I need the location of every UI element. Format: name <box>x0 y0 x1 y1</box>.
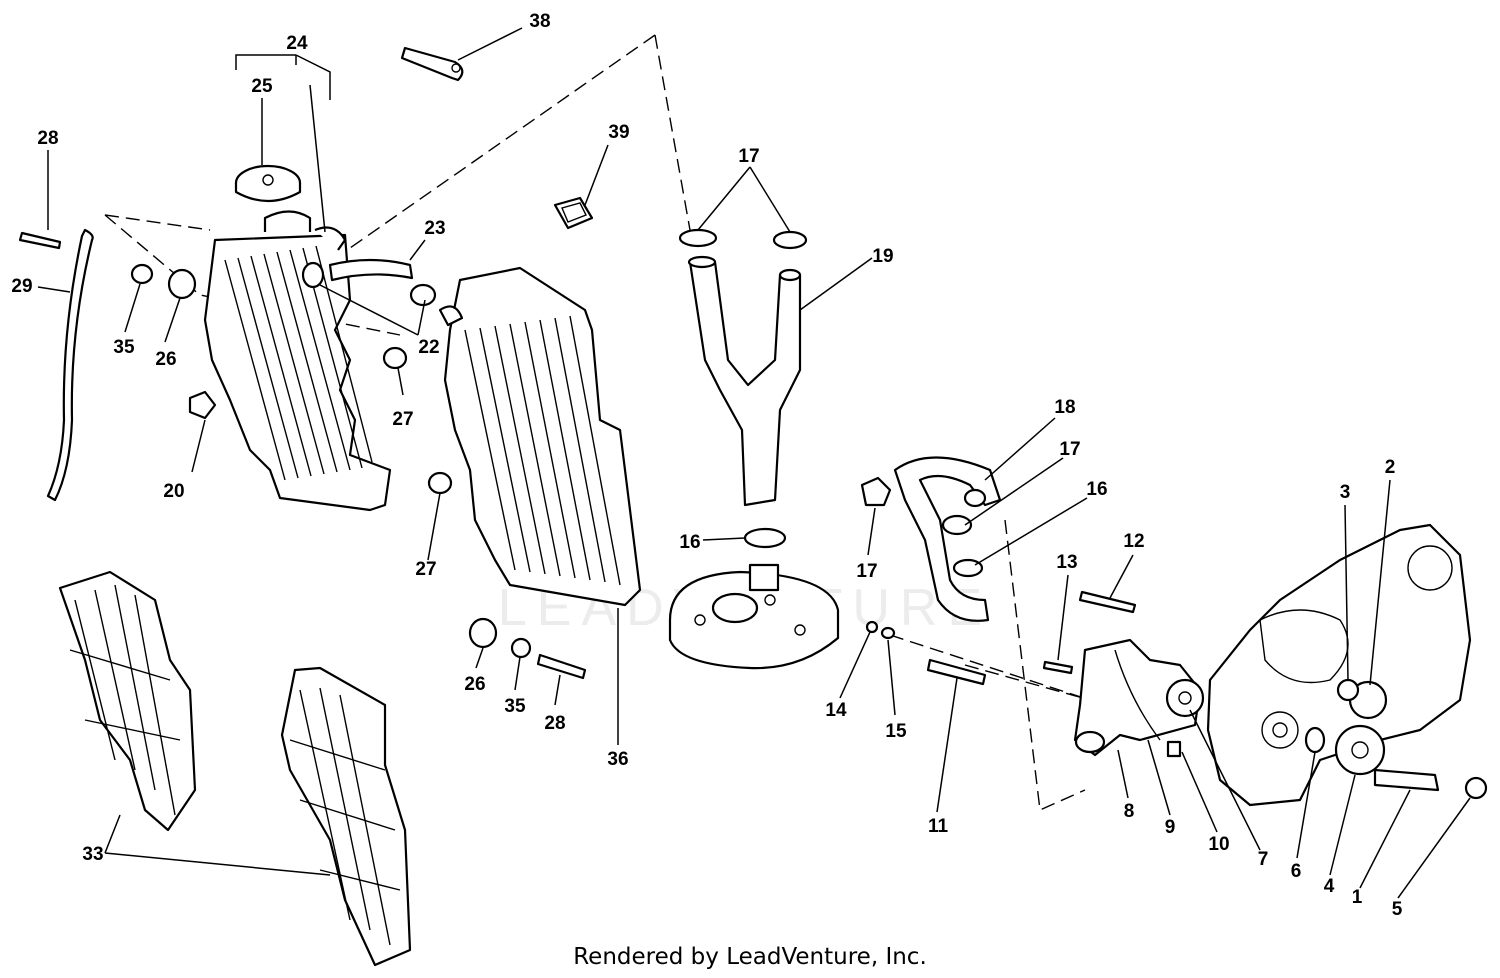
callout-13: 13 <box>1056 552 1077 573</box>
callout-27-upper: 27 <box>392 409 413 430</box>
hose-clamps-17-top <box>678 228 808 250</box>
left-fasteners <box>18 231 587 680</box>
callout-17-top: 17 <box>738 146 759 167</box>
radiator-cap <box>234 164 302 202</box>
callout-36: 36 <box>607 749 628 770</box>
callout-17-right: 17 <box>1059 439 1080 460</box>
overflow-hose <box>46 228 94 502</box>
callout-2: 2 <box>1385 457 1396 478</box>
hose-clamp-16 <box>743 527 787 549</box>
callout-3: 3 <box>1340 482 1351 503</box>
callout-24: 24 <box>286 33 308 54</box>
callout-28-right: 28 <box>544 713 565 734</box>
right-radiator <box>438 266 642 607</box>
callout-12: 12 <box>1123 531 1144 552</box>
bolts-and-washers <box>865 590 1137 686</box>
left-radiator <box>203 210 392 512</box>
callout-35-left: 35 <box>113 337 135 358</box>
callout-labels: 1 2 3 4 5 6 7 8 9 10 11 12 13 14 15 16 1… <box>11 11 1402 920</box>
callout-26-left: 26 <box>155 349 176 370</box>
callout-6: 6 <box>1291 861 1302 882</box>
radiator-shroud-left <box>58 570 197 832</box>
callout-7: 7 <box>1258 849 1269 870</box>
callout-22: 22 <box>418 337 439 358</box>
hose-23 <box>328 258 414 282</box>
callout-14: 14 <box>825 700 847 721</box>
hose-clamps-22 <box>301 261 437 307</box>
callout-33: 33 <box>82 844 103 865</box>
callout-38: 38 <box>529 11 550 32</box>
callout-19: 19 <box>872 246 893 267</box>
callout-15: 15 <box>885 721 907 742</box>
callout-26-right: 26 <box>464 674 485 695</box>
callout-18: 18 <box>1054 397 1075 418</box>
callout-20: 20 <box>163 481 184 502</box>
water-pump <box>1073 638 1205 758</box>
callout-10: 10 <box>1208 834 1229 855</box>
callout-leaders <box>37 27 1471 899</box>
callout-39: 39 <box>608 122 629 143</box>
callout-28-left: 28 <box>37 128 58 149</box>
y-hose <box>687 255 802 507</box>
pump-shaft <box>1373 768 1488 800</box>
grommet <box>553 196 594 230</box>
cylinder-head <box>668 563 840 670</box>
callout-23: 23 <box>424 218 445 239</box>
callout-16-right: 16 <box>1086 479 1107 500</box>
rendered-by-footer: Rendered by LeadVenture, Inc. <box>573 944 927 970</box>
bracket <box>400 46 464 82</box>
callout-29: 29 <box>11 276 32 297</box>
callout-8: 8 <box>1124 801 1135 822</box>
callout-4: 4 <box>1324 876 1335 897</box>
callout-9: 9 <box>1165 817 1176 838</box>
callout-1: 1 <box>1352 887 1363 908</box>
hose-clamps-17-16 <box>860 476 984 578</box>
callout-5: 5 <box>1392 899 1403 920</box>
callout-16-center: 16 <box>679 532 700 553</box>
callout-17-mid: 17 <box>856 561 877 582</box>
callout-25: 25 <box>251 76 273 97</box>
bypass-hose <box>893 456 1002 622</box>
callout-11: 11 <box>928 816 949 837</box>
radiator-shroud-right <box>280 666 412 967</box>
callout-35-right: 35 <box>504 696 526 717</box>
callout-27-lower: 27 <box>415 559 436 580</box>
